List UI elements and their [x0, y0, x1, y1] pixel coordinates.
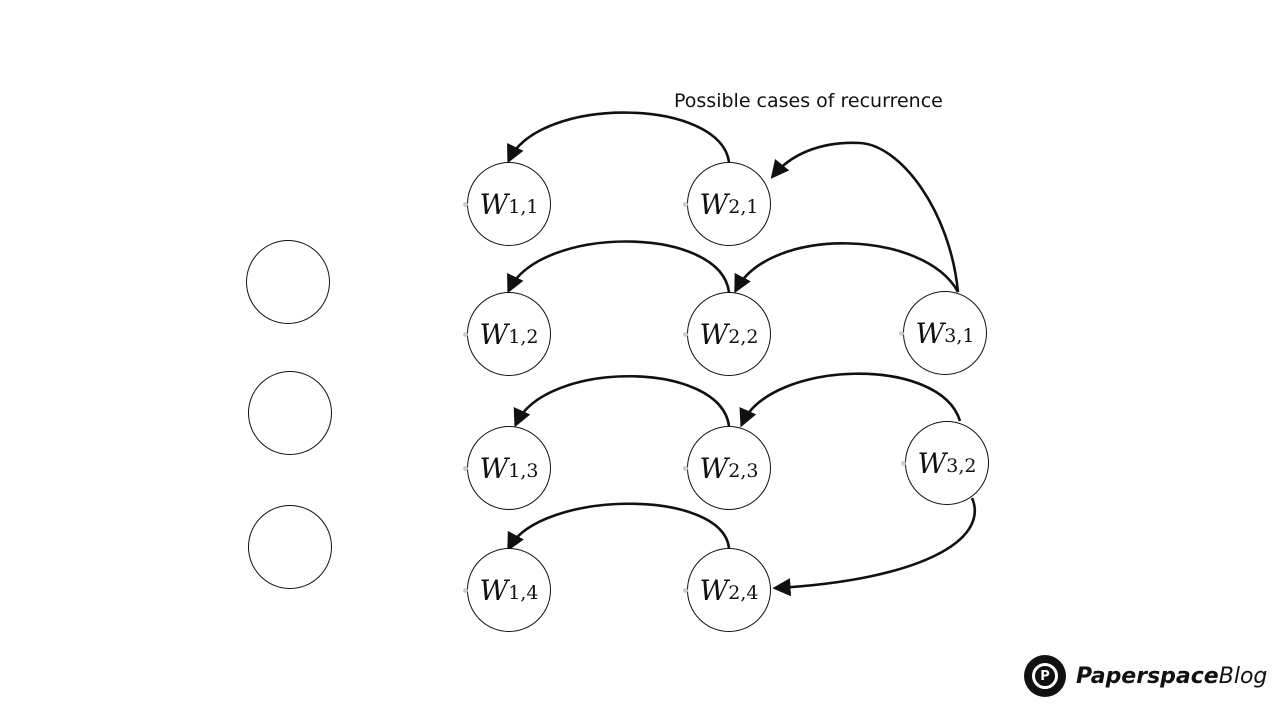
recurrence-arrow-w22-w12 — [507, 240, 731, 294]
recurrence-arrow-w24-w14 — [507, 502, 731, 552]
brand-name-strong: Paperspace — [1076, 663, 1219, 689]
recurrence-arrow-w32-w23 — [739, 372, 962, 428]
weight-node-w11 — [467, 162, 551, 246]
recurrence-arrow-w21-w11 — [507, 111, 731, 164]
input-neuron — [248, 505, 332, 589]
logo-letter: P — [1040, 668, 1050, 684]
node-anchor-dot — [463, 332, 468, 337]
recurrence-arrow-w23-w13 — [513, 374, 731, 428]
brand-name: PaperspaceBlog — [1076, 664, 1267, 689]
node-anchor-dot — [899, 331, 904, 336]
recurrence-arrow-w31-w21 — [770, 141, 960, 293]
weight-node-w24 — [687, 548, 771, 632]
node-anchor-dot — [901, 461, 906, 466]
input-neuron — [246, 240, 330, 324]
weight-node-w23 — [687, 426, 771, 510]
node-anchor-dot — [463, 588, 468, 593]
node-anchor-dot — [683, 202, 688, 207]
input-neuron — [248, 371, 332, 455]
node-anchor-dot — [683, 588, 688, 593]
recurrence-arrow-w31-w22 — [734, 242, 960, 294]
node-anchor-dot — [683, 332, 688, 337]
brand-watermark: P PaperspaceBlog — [1024, 655, 1267, 697]
node-anchor-dot — [463, 466, 468, 471]
weight-node-w31 — [903, 291, 987, 375]
weight-node-w21 — [687, 162, 771, 246]
diagram-caption: Possible cases of recurrence — [674, 90, 943, 112]
weight-node-w32 — [905, 421, 989, 505]
weight-node-w14 — [467, 548, 551, 632]
recurrence-arrow-w32-w24 — [772, 497, 977, 597]
brand-name-light: Blog — [1218, 663, 1268, 689]
node-anchor-dot — [463, 202, 468, 207]
node-anchor-dot — [683, 466, 688, 471]
weight-node-w22 — [687, 292, 771, 376]
weight-node-w12 — [467, 292, 551, 376]
weight-node-w13 — [467, 426, 551, 510]
paperspace-logo-icon: P — [1024, 655, 1066, 697]
